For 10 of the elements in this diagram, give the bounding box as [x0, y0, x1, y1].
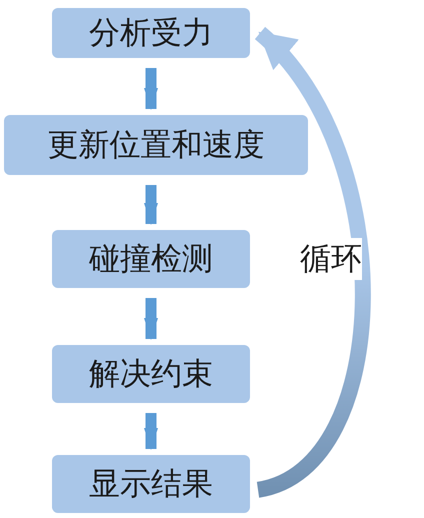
edge-label: 循环 — [300, 238, 362, 280]
arrow — [144, 298, 158, 340]
arrow — [144, 68, 158, 110]
arrow — [144, 185, 158, 225]
process-box: 解决约束 — [52, 345, 250, 403]
arrow — [144, 413, 158, 450]
process-box: 显示结果 — [52, 455, 250, 513]
process-box: 分析受力 — [52, 8, 250, 58]
process-box: 更新位置和速度 — [4, 115, 308, 175]
process-box: 碰撞检测 — [52, 230, 250, 288]
